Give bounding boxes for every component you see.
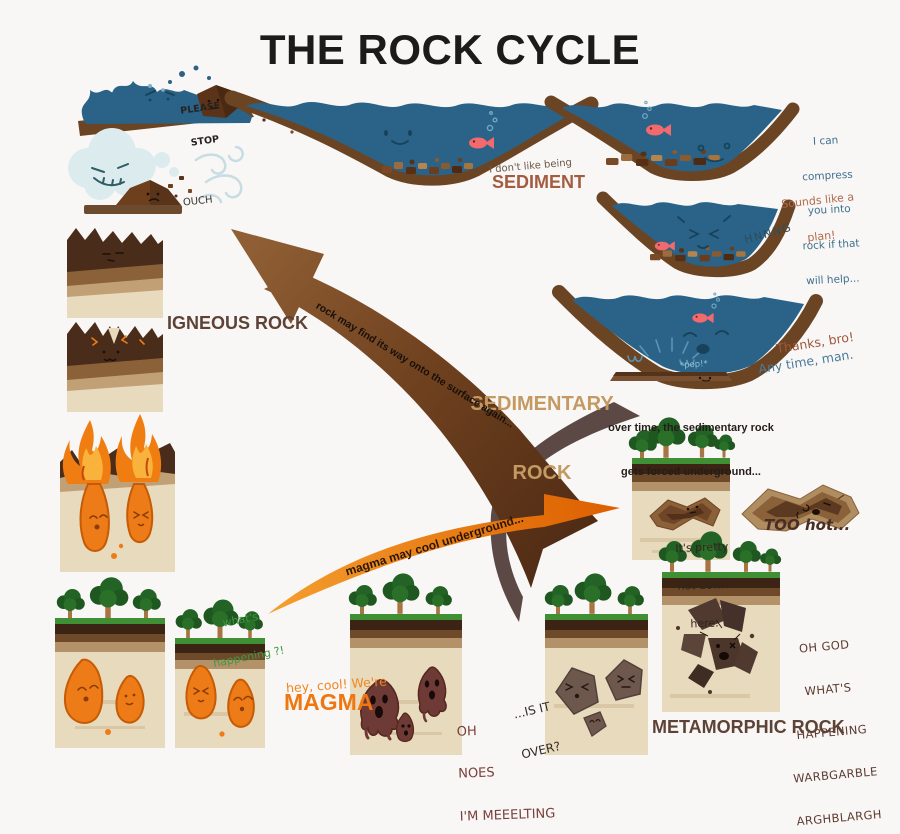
heat-cracks bbox=[91, 335, 145, 346]
water-face-icon bbox=[697, 142, 731, 163]
magma-blob-icon bbox=[227, 678, 255, 728]
plan-reply-speech: Sounds like a plan! bbox=[780, 190, 855, 245]
flame-left-icon bbox=[62, 420, 111, 484]
melting-rock-icon bbox=[417, 666, 447, 723]
cooled-rock-icon bbox=[605, 659, 643, 701]
igneous-panel-1 bbox=[67, 228, 163, 318]
erosion-wave-scene bbox=[78, 65, 328, 143]
pop-text: *pop!* bbox=[679, 359, 709, 371]
wind-cloud-icon bbox=[68, 128, 179, 200]
weathered-rock-icon bbox=[116, 176, 192, 205]
folded-rock-icon bbox=[649, 497, 721, 531]
melting-rock-icon bbox=[395, 712, 415, 743]
cooled-rock-icon bbox=[583, 711, 607, 737]
metamorphic-panel bbox=[658, 531, 782, 712]
ocean-panel-compress-offer bbox=[544, 95, 800, 181]
igneous-panel-2 bbox=[67, 322, 163, 412]
magma-blob-icon bbox=[64, 658, 104, 724]
straining-face-icon bbox=[677, 215, 731, 249]
sleepy-face-icon bbox=[102, 252, 124, 262]
forced-underground-note: over time, the sedimentary rock gets for… bbox=[608, 421, 774, 479]
metamorphic-rock-label: METAMORPHIC ROCK bbox=[652, 717, 845, 737]
arrow-to-surface bbox=[231, 229, 598, 588]
new-rock-slab-icon bbox=[610, 372, 732, 382]
wave-face-icon bbox=[145, 90, 175, 102]
magma-blob-icon bbox=[115, 674, 145, 724]
magma-blob-icon bbox=[185, 665, 217, 720]
uneasy-face-icon bbox=[102, 350, 120, 362]
magma-label: MAGMA bbox=[284, 689, 374, 715]
ocean-basin-sediment bbox=[224, 90, 599, 186]
diagram-title: THE ROCK CYCLE bbox=[259, 26, 641, 73]
magma-panel-1 bbox=[55, 577, 165, 748]
hot-down-here-speech: It's pretty hot down here. bbox=[675, 540, 729, 631]
igneous-panel-eruption bbox=[60, 414, 175, 572]
melting-rock-icon bbox=[360, 679, 400, 741]
sedimentary-rock-label: SEDIMENTARY ROCK bbox=[470, 393, 614, 484]
fracturing-rock-icon bbox=[676, 598, 758, 694]
underground-panel bbox=[628, 417, 736, 560]
cooled-rock-icon bbox=[555, 667, 599, 715]
melting-panel bbox=[348, 573, 462, 755]
igneous-question-mark: ? bbox=[119, 243, 125, 254]
happy-water-face-icon bbox=[683, 330, 729, 354]
magma-column-icon bbox=[79, 483, 110, 552]
magma-column-icon bbox=[126, 483, 154, 544]
ocean-panel-rock-formed bbox=[552, 285, 823, 390]
wind-swirls bbox=[194, 145, 244, 204]
too-hot-text: TOO hot... bbox=[764, 516, 851, 534]
melting-cry-speech: OH NOES I'M MEEELTING bbox=[456, 723, 556, 826]
too-hot-rock-icon bbox=[741, 484, 860, 532]
cooling-panel bbox=[544, 573, 648, 755]
flame-right-icon bbox=[115, 414, 162, 482]
weathering-scene bbox=[68, 128, 244, 214]
sediment-label: SEDIMENT bbox=[492, 172, 586, 192]
igneous-rock-label: IGNEOUS ROCK bbox=[167, 313, 309, 333]
ocean-panel-compressing bbox=[596, 191, 796, 278]
water-face-icon bbox=[384, 130, 412, 145]
arrow-magma-cools bbox=[268, 494, 620, 614]
magma-panel-2 bbox=[175, 599, 265, 748]
